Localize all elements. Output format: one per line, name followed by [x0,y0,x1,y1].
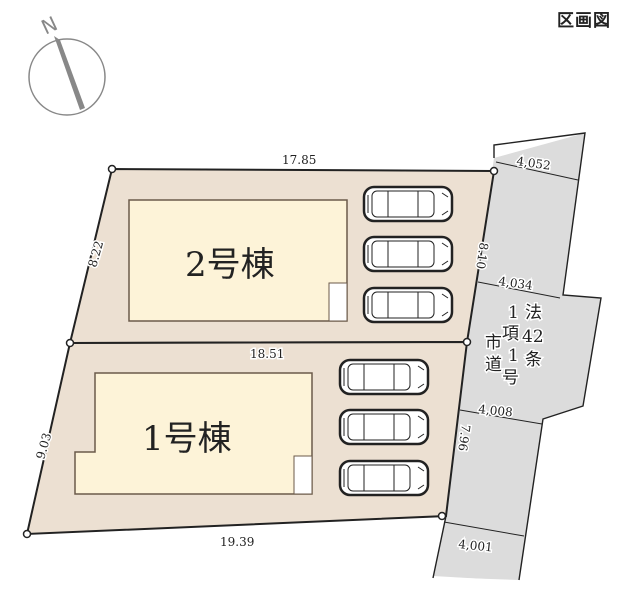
road-label: 市 道 1 項 1 号 法 42 条 [484,302,546,390]
north-arrow-icon: N [28,11,106,116]
svg-text:項: 項 [502,324,519,344]
svg-text:法: 法 [525,303,542,323]
svg-text:1: 1 [508,346,519,366]
road-width-1: 4,052 [516,154,552,173]
parking-space [338,408,430,446]
building-1 [74,372,313,495]
lot-1-bottom-dim: 19.39 [220,535,254,549]
road-width-lines [443,161,579,537]
road-width-3: 4,008 [478,402,514,420]
page-title: 区画図 [557,11,611,31]
svg-text:号: 号 [502,368,519,388]
lot-1-top-dim: 18.51 [250,347,284,361]
parking-space [362,185,454,223]
compass-label: N [37,11,61,39]
building-1-label: 1号棟 [142,419,232,459]
svg-text:道: 道 [485,355,502,375]
lot-2-right-dim: 8.10 [473,242,491,270]
building-2-label: 2号棟 [185,245,275,285]
svg-text:条: 条 [525,350,542,370]
lot-2-top-dim: 17.85 [282,153,316,167]
svg-text:42: 42 [522,327,544,347]
road-width-4: 4,001 [458,537,494,555]
parking-space [338,358,430,396]
boundary-markers [22,164,499,539]
building-2 [128,199,348,322]
lot-1-right-dim: 7.96 [455,424,473,452]
parking-space [362,235,454,273]
road-width-2: 4,034 [498,274,534,293]
parking-space [362,286,454,324]
parking-space [338,459,430,497]
svg-text:市: 市 [485,333,502,353]
road [432,132,602,583]
svg-text:1: 1 [508,303,519,323]
